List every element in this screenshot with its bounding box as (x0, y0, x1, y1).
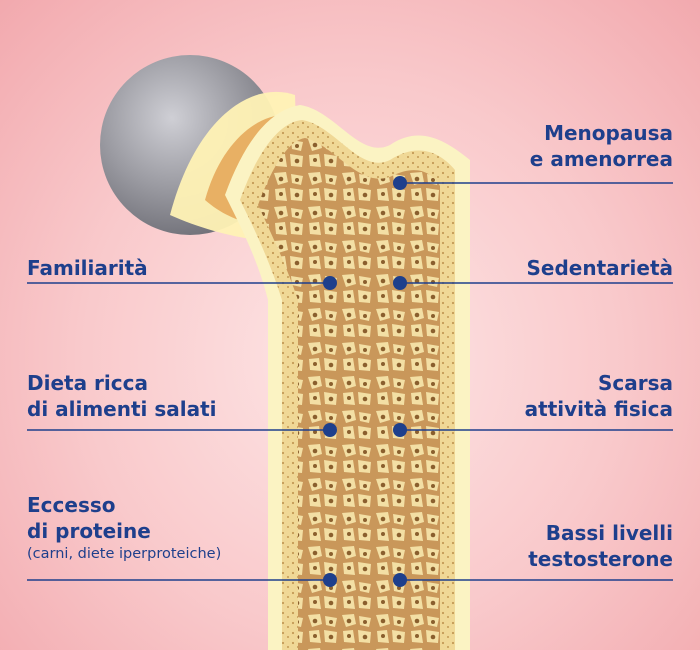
label-bassi: Bassi livelli testosterone (528, 520, 673, 572)
label-scarsa-line2: attività fisica (524, 397, 673, 421)
label-menopausa: Menopausa e amenorrea (530, 120, 673, 172)
label-eccesso-line2: di proteine (27, 519, 151, 543)
label-familiarita-line1: Familiarità (27, 256, 148, 280)
label-eccesso-note: (carni, diete iperproteiche) (27, 546, 222, 562)
label-menopausa-line2: e amenorrea (529, 147, 673, 171)
label-sedentarieta-line1: Sedentarietà (526, 256, 673, 280)
label-scarsa-line1: Scarsa (597, 371, 673, 395)
label-dieta: Dieta ricca di alimenti salati (27, 370, 217, 422)
label-dieta-line2: di alimenti salati (27, 397, 217, 421)
label-bassi-line1: Bassi livelli (545, 521, 673, 545)
marker-dots (323, 176, 407, 587)
label-sedentarieta: Sedentarietà (527, 255, 673, 281)
label-scarsa: Scarsa attività fisica (525, 370, 673, 422)
label-menopausa-line1: Menopausa (544, 121, 673, 145)
label-bassi-line2: testosterone (528, 547, 673, 571)
label-eccesso-line1: Eccesso (27, 493, 116, 517)
connector-lines (27, 182, 673, 581)
femur-bone (225, 105, 470, 650)
label-familiarita: Familiarità (27, 255, 148, 281)
label-dieta-line1: Dieta ricca (27, 371, 148, 395)
label-eccesso: Eccesso di proteine (carni, diete iperpr… (27, 492, 221, 564)
